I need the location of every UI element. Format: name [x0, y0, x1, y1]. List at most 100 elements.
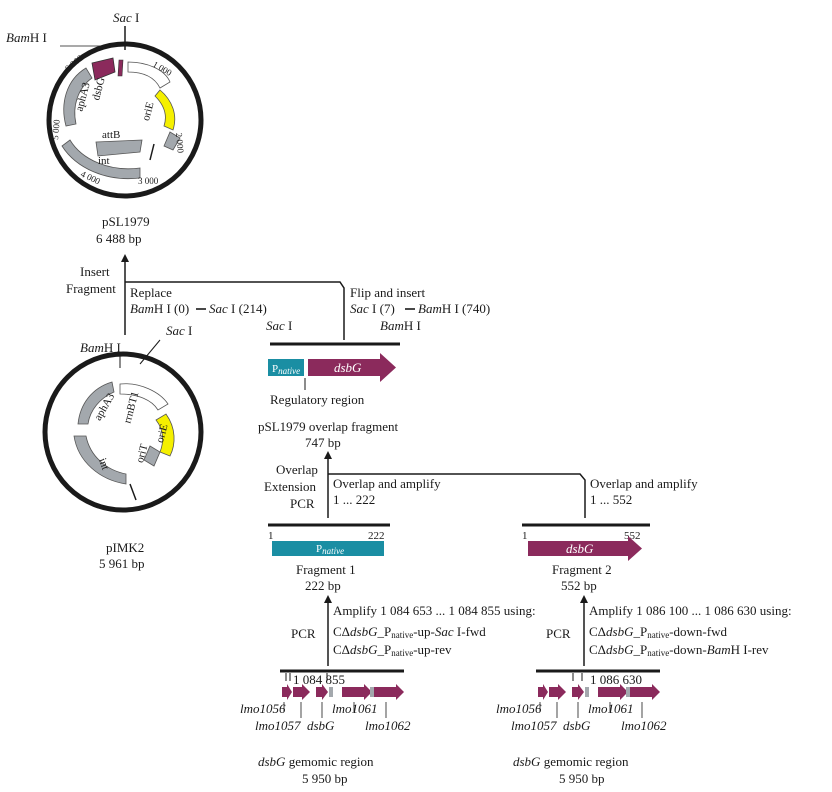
- label-lmo1062: lmo1062: [621, 718, 667, 733]
- label-int: int: [96, 457, 111, 472]
- plasmid-psl1979: Sac I BamH I dsbG aphA3 oriE attB int 1 …: [6, 10, 204, 246]
- primer-fwd: CΔdsbG_Pnative-down-fwd: [589, 624, 727, 640]
- gene-lmo1056: [538, 684, 548, 700]
- region-title: dsbG gemomic region: [513, 754, 629, 769]
- label-orit: oriT: [134, 443, 151, 465]
- plasmid-size: 6 488 bp: [96, 231, 142, 246]
- gene-dsbg: [91, 57, 116, 81]
- label-lmo1057: lmo1057: [511, 718, 557, 733]
- label-lmo1062: lmo1062: [365, 718, 411, 733]
- gene-gray-small: [329, 687, 333, 697]
- overlap-fragment: Sac I BamH I Pnative dsbG Regulatory reg…: [258, 318, 421, 450]
- gene-small-gray: [163, 131, 181, 151]
- gene-lmo1057: [293, 684, 310, 700]
- overlap-right-label: Overlap and amplify: [590, 476, 698, 491]
- insert-label-1: Insert: [80, 264, 110, 279]
- overlap-left-range: 1 ... 222: [333, 492, 375, 507]
- label-rrnbt1: rrnBT1: [121, 390, 141, 424]
- overlap-right-range: 1 ... 552: [590, 492, 632, 507]
- regulatory-label: Regulatory region: [270, 392, 365, 407]
- insert-label-2: Fragment: [66, 281, 116, 296]
- primer-fwd: CΔdsbG_Pnative-up-Sac I-fwd: [333, 624, 486, 640]
- fragment-size: 747 bp: [305, 435, 341, 450]
- gene-aphA3: [63, 67, 93, 127]
- insert-connector: Insert Fragment Replace BamH I (0) Sac I…: [66, 254, 490, 340]
- dsbg-label: dsbG: [334, 360, 362, 375]
- flip-sites: Sac I (7): [350, 301, 395, 316]
- overlap-label-2: Extension: [264, 479, 316, 494]
- region-title: dsbG gemomic region: [258, 754, 374, 769]
- label-attb: attB: [102, 129, 120, 141]
- replace-sites: BamH I (0): [130, 301, 189, 316]
- genomic-region-left: 1 084 855 lmo1056 lmo1057 dsbG lmo1061 l…: [240, 669, 411, 786]
- primer-rev: CΔdsbG_Pnative-up-rev: [333, 642, 452, 658]
- promoter-box: [272, 541, 384, 556]
- gene-lmo1061: [598, 684, 628, 700]
- overlap-pcr: Overlap Extension PCR Overlap and amplif…: [264, 451, 698, 518]
- tick-3000: 3 000: [138, 176, 159, 186]
- orit-marker: [129, 483, 137, 501]
- primer-rev: CΔdsbG_Pnative-down-BamH I-rev: [589, 642, 769, 658]
- label-dsbg: dsbG: [563, 718, 591, 733]
- label-lmo1056: lmo1056: [496, 701, 542, 716]
- pcr-label: PCR: [291, 626, 316, 641]
- gene-dsbg: [572, 684, 584, 700]
- sac-marker-small: [117, 59, 124, 77]
- bam-site-label: BamH I: [80, 340, 121, 355]
- promoter-label: Pnative: [272, 363, 300, 376]
- dsbg-arrow: [308, 353, 396, 382]
- amplify-label: Amplify 1 084 653 ... 1 084 855 using:: [333, 603, 536, 618]
- overlap-label-1: Overlap: [276, 462, 318, 477]
- gene-lmo1056: [282, 684, 292, 700]
- fragment-name: Fragment 2: [552, 562, 612, 577]
- gene-dsbg: [316, 684, 328, 700]
- label-lmo1057: lmo1057: [255, 718, 301, 733]
- gene-lmo1057: [549, 684, 566, 700]
- plasmid-backbone: [42, 351, 204, 513]
- label-orie: oriE: [154, 423, 171, 445]
- bam-site-label: BamH I: [6, 30, 47, 45]
- fragment-start: 1: [522, 530, 528, 542]
- fragment-start: 1: [268, 530, 274, 542]
- region-size: 5 950 bp: [559, 771, 605, 786]
- gene-gray-small-2: [626, 687, 630, 697]
- sac-label: Sac I: [266, 318, 292, 333]
- plasmid-pimk2: BamH I Sac I aphA3 rrnBT1 oriE oriT int …: [42, 323, 204, 571]
- pcr-label: PCR: [546, 626, 571, 641]
- fragment-title: pSL1979 overlap fragment: [258, 419, 398, 434]
- gene-gray-small-2: [370, 687, 374, 697]
- dsbg-arrow: [528, 536, 642, 561]
- region-size: 5 950 bp: [302, 771, 348, 786]
- plasmid-name: pSL1979: [102, 214, 150, 229]
- label-int: int: [98, 155, 110, 167]
- fragment-1: 1 222 Pnative Fragment 1 222 bp: [268, 523, 390, 593]
- fragment-name: Fragment 1: [296, 562, 356, 577]
- genomic-region-right: 1 086 630 lmo1056 lmo1057 dsbG lmo1061 l…: [496, 669, 667, 786]
- label-lmo1056: lmo1056: [240, 701, 286, 716]
- gene-lmo1062: [374, 684, 404, 700]
- gene-int: [61, 139, 141, 180]
- gene-attb: [95, 139, 143, 157]
- label-dsbg: dsbG: [90, 76, 108, 102]
- label-lmo1061: lmo1061: [588, 701, 634, 716]
- gene-lmo1062: [630, 684, 660, 700]
- replace-label: Replace: [130, 285, 172, 300]
- gene-orie: [154, 89, 176, 131]
- fragment-size: 222 bp: [305, 578, 341, 593]
- gene-aphA3: [77, 381, 115, 425]
- tick-5000: 5 000: [50, 119, 62, 141]
- label-orie: oriE: [140, 101, 157, 123]
- flip-sites-2: BamH I (740): [418, 301, 490, 316]
- promoter-box: [268, 359, 304, 376]
- label-dsbg: dsbG: [307, 718, 335, 733]
- attb-marker: [149, 143, 155, 161]
- promoter-label: Pnative: [316, 543, 344, 556]
- coordinate-label: 1 084 855: [293, 672, 345, 687]
- pcr-right: PCR Amplify 1 086 100 ... 1 086 630 usin…: [546, 595, 792, 666]
- plasmid-name: pIMK2: [106, 540, 144, 555]
- gene-rrnbt1: [119, 383, 169, 411]
- overlap-left-label: Overlap and amplify: [333, 476, 441, 491]
- dsbg-label: dsbG: [566, 541, 594, 556]
- coordinate-label: 1 086 630: [590, 672, 642, 687]
